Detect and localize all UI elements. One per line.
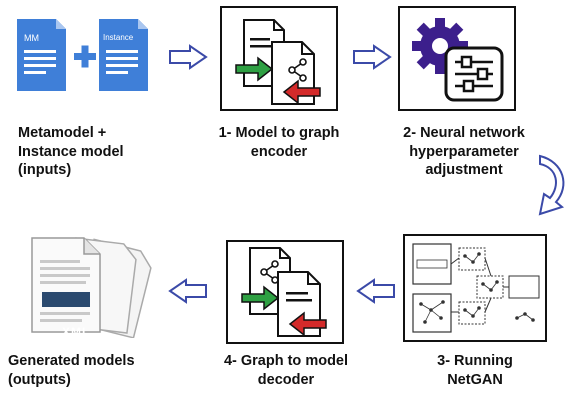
gear-sliders-icon	[412, 18, 504, 102]
flow-arrow-right-1	[169, 44, 208, 70]
step2-caption-line1: 2- Neural network	[403, 125, 525, 141]
flow-arrow-left-2	[168, 278, 207, 304]
flow-arrow-left-1	[356, 278, 395, 304]
step2-caption: 2- Neural network hyperparameter adjustm…	[384, 124, 544, 180]
graph-to-model-icon	[241, 247, 327, 337]
step2-caption-line2: hyperparameter	[409, 143, 519, 160]
netgan-architecture-icon	[412, 243, 540, 333]
step4-caption: 4- Graph to model decoder	[206, 352, 366, 389]
step2-caption-line3: adjustment	[425, 162, 503, 178]
inputs-caption-line2: Instance model	[18, 143, 124, 160]
instance-doc-label: Instance	[103, 33, 134, 42]
step1-caption-line1: 1- Model to graph	[218, 125, 340, 141]
step2-hyperparameter-box	[398, 6, 516, 111]
step1-encoder-box	[220, 6, 338, 111]
step3-caption: 3- Running NetGAN	[403, 352, 547, 389]
outputs-caption: Generated models (outputs)	[8, 352, 178, 389]
flow-arrow-curved-down	[538, 154, 565, 216]
input-documents: MM Instance	[14, 16, 149, 94]
step3-caption-line2: NetGAN	[447, 371, 503, 388]
flow-arrow-right-2	[353, 44, 392, 70]
step4-decoder-box	[226, 240, 344, 344]
output-documents: XMI	[20, 232, 160, 339]
step4-caption-line1: 4- Graph to model	[223, 353, 349, 369]
metamodel-doc-label: MM	[24, 33, 39, 43]
xmi-files-icon	[31, 237, 152, 338]
instance-doc-icon	[99, 19, 148, 91]
step4-caption-line2: decoder	[257, 371, 315, 388]
outputs-caption-line2: (outputs)	[8, 371, 71, 388]
inputs-caption: Metamodel + Instance model (inputs)	[18, 124, 168, 180]
step1-caption: 1- Model to graph encoder	[198, 124, 360, 161]
step3-netgan-box	[403, 234, 547, 342]
sliders-icon	[444, 46, 504, 102]
inputs-caption-line3: (inputs)	[18, 162, 72, 178]
outputs-caption-line1: Generated models	[8, 353, 135, 369]
plus-icon	[74, 45, 96, 68]
step1-caption-line2: encoder	[250, 143, 308, 160]
xmi-label: XMI	[62, 325, 87, 339]
metamodel-doc-icon	[17, 19, 66, 91]
inputs-caption-line1: Metamodel +	[18, 125, 107, 141]
step3-caption-line1: 3- Running	[437, 353, 513, 369]
model-to-graph-icon	[235, 19, 321, 105]
